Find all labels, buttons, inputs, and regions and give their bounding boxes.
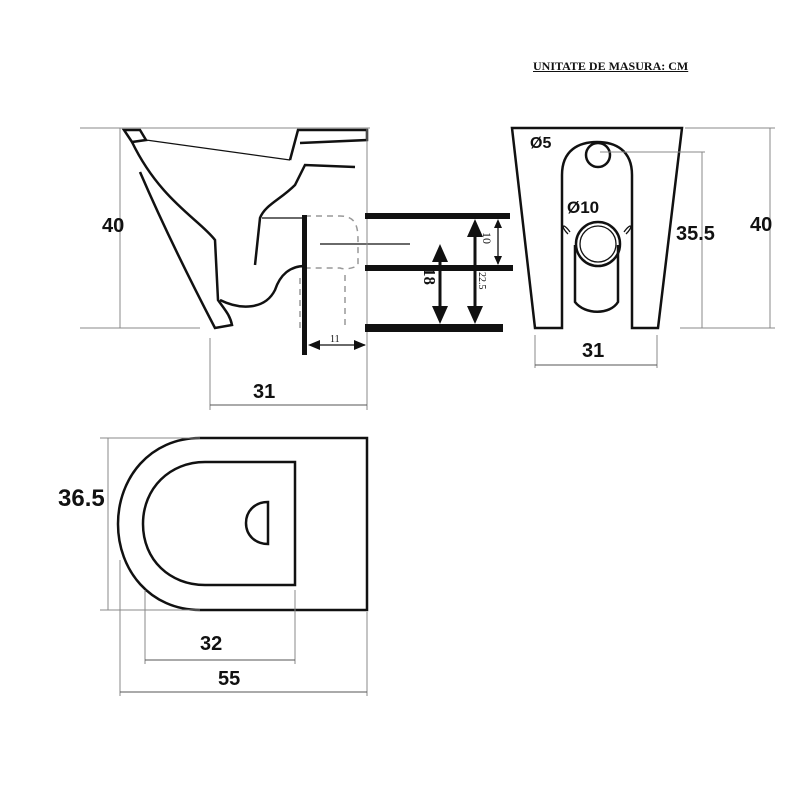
inner-height-label: 35.5 — [676, 223, 715, 245]
front-view — [510, 126, 775, 368]
inner-length-label: 32 — [200, 633, 222, 655]
pipe-10-label: 10 — [480, 232, 494, 244]
pipe-22-5-label: 22.5 — [476, 272, 487, 290]
front-width-label: 31 — [582, 340, 604, 362]
side-depth-label: 31 — [253, 381, 275, 403]
small-hole-label: Ø5 — [530, 135, 551, 152]
front-height-label: 40 — [750, 214, 772, 236]
wall-line — [302, 215, 307, 355]
unit-label: UNITATE DE MASURA: CM — [533, 59, 689, 73]
side-view — [80, 127, 513, 410]
top-view — [100, 436, 369, 696]
large-hole-label: Ø10 — [567, 198, 599, 217]
wall-gap-label: 11 — [330, 334, 340, 345]
length-label: 55 — [218, 668, 240, 690]
side-height-label: 40 — [102, 215, 124, 237]
pipe-18-label: 18 — [420, 268, 439, 285]
top-width-label: 36.5 — [58, 485, 105, 512]
